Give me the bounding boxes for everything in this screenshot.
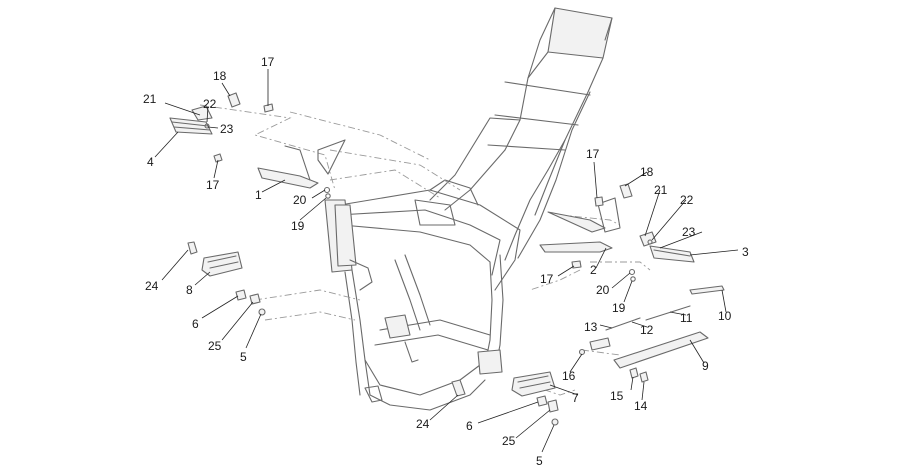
callout-18a: 18 [213,69,227,83]
right-rear-footpeg [639,231,695,263]
leader-lines [154,69,739,453]
callout-5b: 5 [536,454,543,465]
callout-7: 7 [572,391,579,405]
callout-19a: 19 [291,219,305,233]
callout-24a: 24 [145,279,159,293]
callout-5a: 5 [240,350,247,364]
callout-3: 3 [742,245,749,259]
callout-10: 10 [718,309,732,323]
callout-17a: 17 [261,55,275,69]
callout-16: 16 [562,369,576,383]
callout-14: 14 [634,399,648,413]
callout-17b: 17 [206,178,220,192]
callout-8: 8 [186,283,193,297]
callout-19b: 19 [612,301,626,315]
side-stand-assembly [578,285,725,383]
callout-25b: 25 [502,434,516,448]
callout-2: 2 [590,263,597,277]
callout-22a: 22 [203,97,217,111]
callout-25a: 25 [208,339,222,353]
callout-15: 15 [610,389,624,403]
left-rider-footpeg [187,241,266,316]
callout-23a: 23 [220,122,234,136]
main-frame [324,7,613,411]
left-passenger-bracket [257,139,346,199]
callout-6b: 6 [466,419,473,433]
callout-20b: 20 [596,283,610,297]
callout-17c: 17 [586,147,600,161]
callout-11: 11 [680,311,693,325]
callout-20a: 20 [293,193,307,207]
callout-12: 12 [640,323,654,337]
right-rider-footpeg [451,371,559,426]
callout-21a: 21 [143,92,157,106]
callout-18b: 18 [640,165,654,179]
right-passenger-bracket [539,183,636,282]
callout-24b: 24 [416,417,430,431]
callout-23b: 23 [682,225,696,239]
assembly-lines [199,104,651,396]
callout-22b: 22 [680,193,694,207]
callout-13: 13 [584,320,598,334]
callout-labels: 1 2 3 4 5 5 6 6 7 8 9 10 11 12 13 14 15 … [143,55,749,465]
callout-17d: 17 [540,272,554,286]
callout-4: 4 [147,155,154,169]
callout-21b: 21 [654,183,668,197]
left-rear-footpeg [169,92,274,163]
callout-1: 1 [255,188,262,202]
callout-9: 9 [702,359,709,373]
callout-6a: 6 [192,317,199,331]
